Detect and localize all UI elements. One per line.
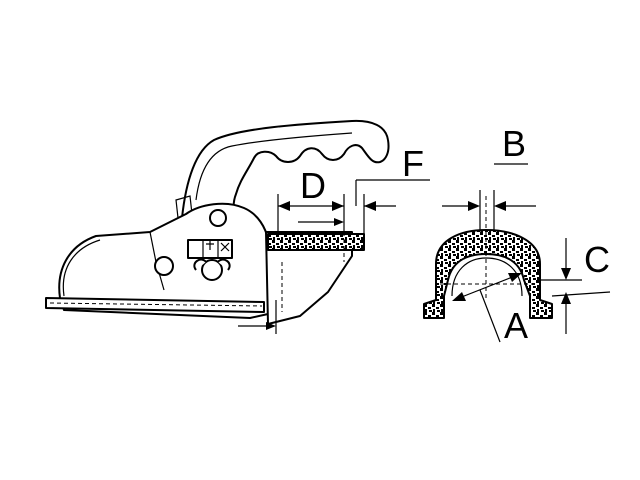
indicator-plus-icon bbox=[206, 240, 214, 250]
label-d: D bbox=[300, 165, 326, 206]
b-arrow-left bbox=[468, 201, 480, 211]
dimension-b: B bbox=[442, 123, 536, 232]
c-arrow-bottom bbox=[561, 292, 571, 304]
centre-line bbox=[49, 302, 263, 307]
d-arrow-right bbox=[332, 201, 344, 211]
b-arrow-right bbox=[494, 201, 506, 211]
label-a: A bbox=[504, 305, 528, 346]
c-extension-bottom bbox=[551, 291, 611, 297]
f-arrow bbox=[364, 201, 376, 211]
section-inner-arc bbox=[451, 257, 523, 297]
bottom-dimension-arrow bbox=[266, 322, 276, 330]
label-f: F bbox=[402, 143, 424, 184]
d-inner-arrow bbox=[334, 218, 344, 226]
wear-indicator-knob bbox=[201, 259, 223, 281]
base-plate bbox=[45, 297, 265, 313]
a-dimension-line bbox=[453, 273, 521, 301]
indicator-cross-icon bbox=[220, 242, 230, 252]
bolt-hole-upper bbox=[209, 209, 227, 227]
handle-inner-line bbox=[195, 132, 353, 201]
dimension-f: F bbox=[355, 143, 430, 234]
dimension-a: A bbox=[452, 273, 528, 346]
label-b: B bbox=[502, 123, 526, 164]
dimension-d: D bbox=[277, 165, 345, 234]
d-arrow-left bbox=[278, 201, 290, 211]
dimension-c: C bbox=[540, 238, 611, 334]
a-leader bbox=[479, 289, 501, 343]
label-c: C bbox=[584, 239, 610, 280]
coupling-side-view bbox=[45, 119, 390, 334]
ball-cup-outline bbox=[62, 239, 101, 297]
a-arrow-right bbox=[508, 273, 522, 282]
bolt-hole-front bbox=[154, 256, 174, 276]
knob-lobes bbox=[193, 258, 231, 271]
coupling-cross-section bbox=[423, 196, 553, 319]
a-arrow-left bbox=[452, 292, 466, 301]
section-u-profile bbox=[423, 229, 553, 319]
c-arrow-top bbox=[561, 268, 571, 280]
drawbar-tube-section bbox=[267, 233, 365, 251]
